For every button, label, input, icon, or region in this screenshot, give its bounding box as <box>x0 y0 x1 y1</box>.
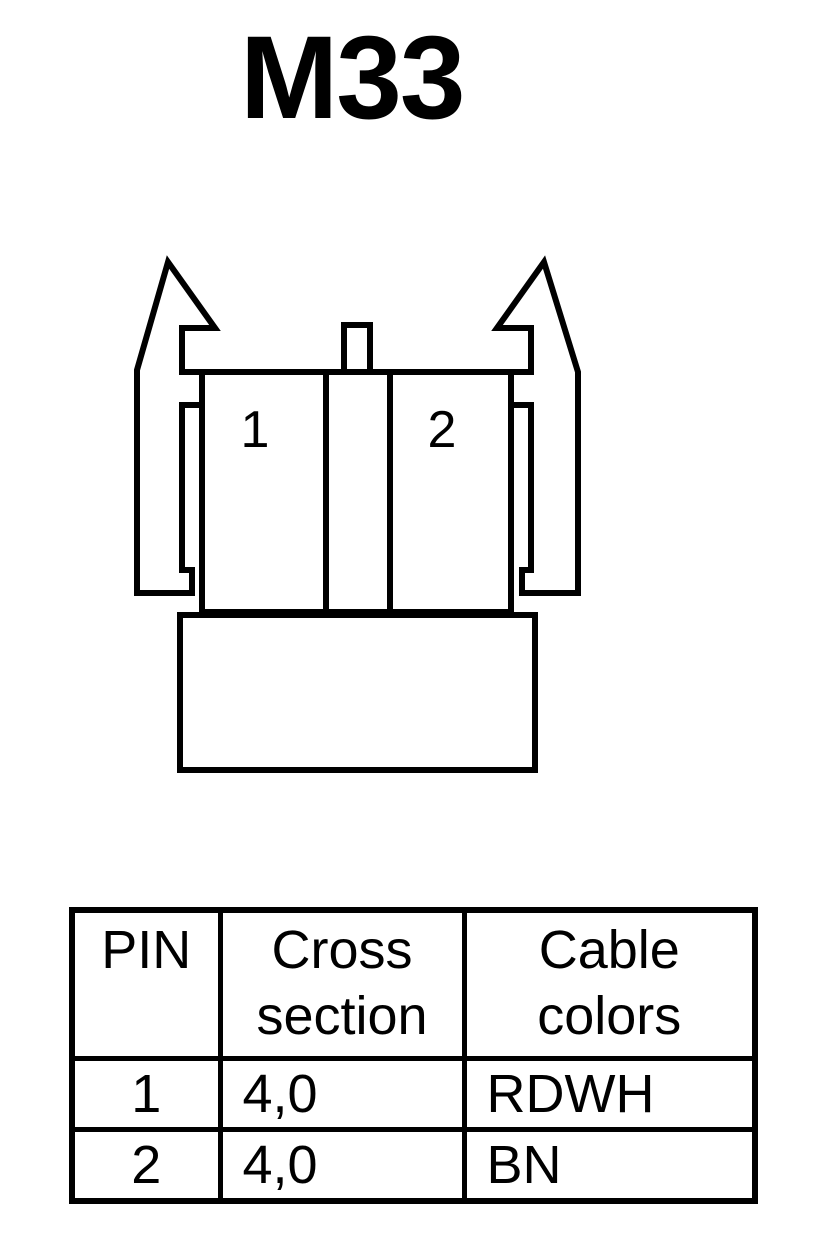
cell-cross-section: 4,0 <box>217 1126 467 1203</box>
table-row: 2 4,0 BN <box>69 1126 758 1203</box>
table-row: 1 4,0 RDWH <box>69 1055 758 1132</box>
header-cable-colors-line2: colors <box>537 986 682 1046</box>
pin-label-1: 1 <box>241 401 270 459</box>
table-header-row: PIN Cross section Cable colors <box>69 907 758 1061</box>
header-cable-colors-line1: Cable <box>538 920 680 980</box>
cell-cable-color: BN <box>461 1126 758 1203</box>
cell-cross-section: 4,0 <box>217 1055 467 1132</box>
cell-cable-color: RDWH <box>461 1055 758 1132</box>
connector-base <box>177 612 538 773</box>
header-cross-section-line1: Cross <box>271 920 413 980</box>
connector-drawing: 1 2 <box>134 255 581 773</box>
cell-pin: 2 <box>69 1126 223 1203</box>
header-pin-label: PIN <box>101 920 192 980</box>
header-pin: PIN <box>69 907 223 1061</box>
key-nub <box>341 322 373 375</box>
pin-label-2: 2 <box>428 401 457 459</box>
header-cross-section: Cross section <box>217 907 467 1061</box>
header-cable-colors: Cable colors <box>461 907 758 1061</box>
pin-table: PIN Cross section Cable colors 1 4,0 RDW… <box>69 907 758 1204</box>
cell-pin: 1 <box>69 1055 223 1132</box>
connector-title: M33 <box>240 12 466 144</box>
header-cross-section-line2: section <box>256 986 428 1046</box>
